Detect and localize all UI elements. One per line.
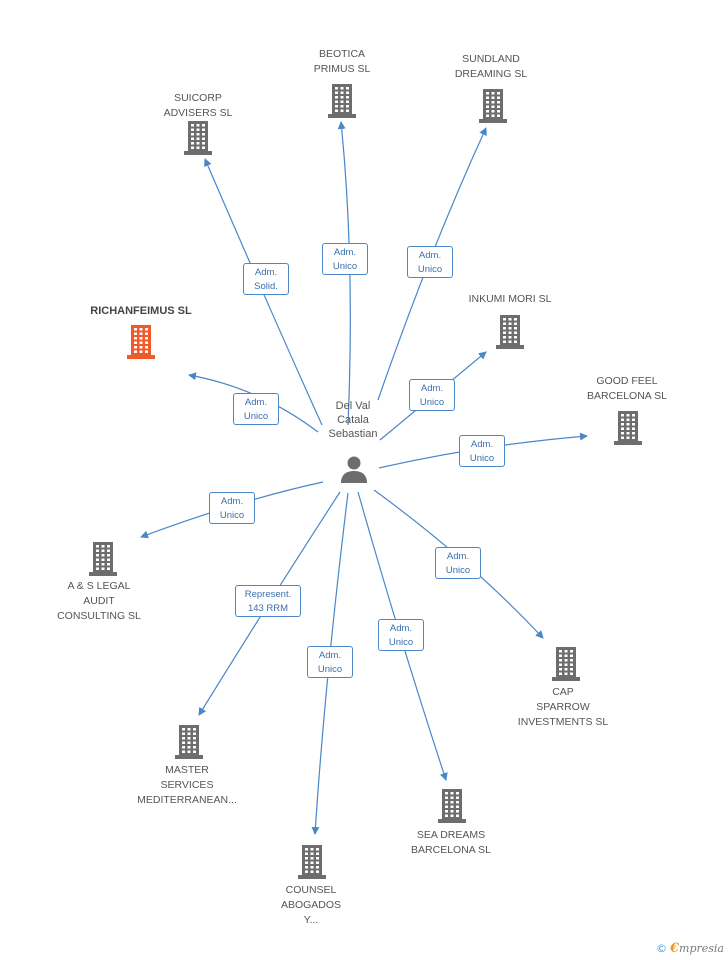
- edge-label-line: Unico: [332, 261, 358, 272]
- edge-label-line: Unico: [388, 637, 414, 648]
- company-label-line: SEA DREAMS: [416, 829, 486, 841]
- person-name-line: Catala: [337, 414, 369, 426]
- edge-label-line: Unico: [317, 664, 343, 675]
- edge-label-line: Solid.: [254, 281, 278, 292]
- company-label-line: CAP: [552, 686, 574, 698]
- company-label-line: PRIMUS SL: [313, 63, 371, 75]
- building-icon[interactable]: [126, 325, 156, 359]
- company-label-line: SUICORP: [174, 92, 222, 104]
- company-label-counsel[interactable]: COUNSEL ABOGADOS Y...: [246, 883, 376, 928]
- edge-label-line: 143 RRM: [247, 603, 289, 614]
- edge-label-capsparrow[interactable]: Adm. Unico: [435, 547, 481, 579]
- brand-logo-initial: €: [669, 941, 680, 956]
- company-label-line: SERVICES: [160, 779, 214, 791]
- company-label-line: BARCELONA SL: [411, 844, 491, 856]
- company-label-beotica[interactable]: BEOTICA PRIMUS SL: [277, 47, 407, 77]
- edge-label-master[interactable]: Represent. 143 RRM: [235, 585, 301, 617]
- company-label-line: INKUMI MORI SL: [468, 293, 552, 305]
- person-name-line: Del Val: [335, 400, 371, 412]
- company-label-line: CONSULTING SL: [57, 610, 141, 622]
- brand-name: mpresia: [679, 942, 724, 955]
- company-label-aslegal[interactable]: A & S LEGAL AUDIT CONSULTING SL: [34, 579, 164, 624]
- building-icon[interactable]: [478, 89, 508, 123]
- company-label-line: MEDITERRANEAN...: [137, 794, 237, 806]
- edge-label-line: Unico: [243, 411, 269, 422]
- building-icon[interactable]: [327, 84, 357, 118]
- edge-label-line: Unico: [219, 510, 245, 521]
- edge-arrow-suicorp: [204, 158, 323, 426]
- edge-label-line: Unico: [469, 453, 495, 464]
- edge-label-goodfeel[interactable]: Adm. Unico: [459, 435, 505, 467]
- edge-label-line: Adm.: [418, 250, 442, 261]
- company-label-line: DREAMING SL: [454, 68, 528, 80]
- company-label-line: Y...: [303, 914, 319, 926]
- company-label-inkumi[interactable]: INKUMI MORI SL: [445, 292, 575, 307]
- center-person-label[interactable]: Del Val Catala Sebastian: [313, 399, 393, 441]
- company-label-line: INVESTMENTS SL: [517, 716, 609, 728]
- edge-label-beotica[interactable]: Adm. Unico: [322, 243, 368, 275]
- company-label-goodfeel[interactable]: GOOD FEEL BARCELONA SL: [562, 374, 692, 404]
- company-label-sundland[interactable]: SUNDLAND DREAMING SL: [426, 52, 556, 82]
- company-label-capsparrow[interactable]: CAP SPARROW INVESTMENTS SL: [498, 685, 628, 730]
- company-label-line: GOOD FEEL: [596, 375, 658, 387]
- edge-label-line: Adm.: [254, 267, 278, 278]
- building-icon[interactable]: [437, 789, 467, 823]
- company-label-line: A & S LEGAL: [67, 580, 131, 592]
- company-label-richanfeimus[interactable]: RICHANFEIMUS SL: [76, 304, 206, 319]
- edge-label-line: Adm.: [470, 439, 494, 450]
- brand-footer[interactable]: ©€mpresia: [656, 941, 724, 956]
- edge-label-line: Unico: [445, 565, 471, 576]
- building-icon[interactable]: [183, 121, 213, 155]
- edge-label-line: Adm.: [446, 551, 470, 562]
- edge-label-aslegal[interactable]: Adm. Unico: [209, 492, 255, 524]
- edge-label-counsel[interactable]: Adm. Unico: [307, 646, 353, 678]
- edge-label-richanfeimus[interactable]: Adm. Unico: [233, 393, 279, 425]
- person-icon[interactable]: [339, 454, 369, 484]
- building-icon[interactable]: [613, 411, 643, 445]
- edge-label-line: Adm.: [389, 623, 413, 634]
- edge-label-sundland[interactable]: Adm. Unico: [407, 246, 453, 278]
- building-icon[interactable]: [495, 315, 525, 349]
- edge-label-inkumi[interactable]: Adm. Unico: [409, 379, 455, 411]
- edge-label-line: Adm.: [318, 650, 342, 661]
- company-label-line: ABOGADOS: [280, 899, 342, 911]
- company-label-line: BARCELONA SL: [587, 390, 667, 402]
- company-label-line: SUNDLAND: [462, 53, 520, 65]
- company-label-suicorp[interactable]: SUICORP ADVISERS SL: [133, 91, 263, 121]
- company-label-line: MASTER: [165, 764, 209, 776]
- edge-label-line: Adm.: [420, 383, 444, 394]
- building-icon[interactable]: [174, 725, 204, 759]
- building-icon[interactable]: [551, 647, 581, 681]
- edge-label-seadreams[interactable]: Adm. Unico: [378, 619, 424, 651]
- edge-label-suicorp[interactable]: Adm. Solid.: [243, 263, 289, 295]
- company-label-line: AUDIT: [83, 595, 115, 607]
- person-name-line: Sebastian: [328, 428, 378, 440]
- company-label-line: SPARROW: [536, 701, 590, 713]
- copyright-icon: ©: [655, 942, 667, 955]
- company-label-line: ADVISERS SL: [163, 107, 233, 119]
- building-icon[interactable]: [297, 845, 327, 879]
- company-label-line: RICHANFEIMUS SL: [90, 305, 192, 317]
- building-icon[interactable]: [88, 542, 118, 576]
- edge-label-line: Adm.: [220, 496, 244, 507]
- company-label-line: COUNSEL: [285, 884, 337, 896]
- company-label-line: BEOTICA: [318, 48, 366, 60]
- company-label-master[interactable]: MASTER SERVICES MEDITERRANEAN...: [122, 763, 252, 808]
- edge-label-line: Adm.: [244, 397, 268, 408]
- edge-label-line: Adm.: [333, 247, 357, 258]
- edge-label-line: Represent.: [244, 589, 292, 600]
- edge-label-line: Unico: [419, 397, 445, 408]
- company-label-seadreams[interactable]: SEA DREAMS BARCELONA SL: [386, 828, 516, 858]
- edge-label-line: Unico: [417, 264, 443, 275]
